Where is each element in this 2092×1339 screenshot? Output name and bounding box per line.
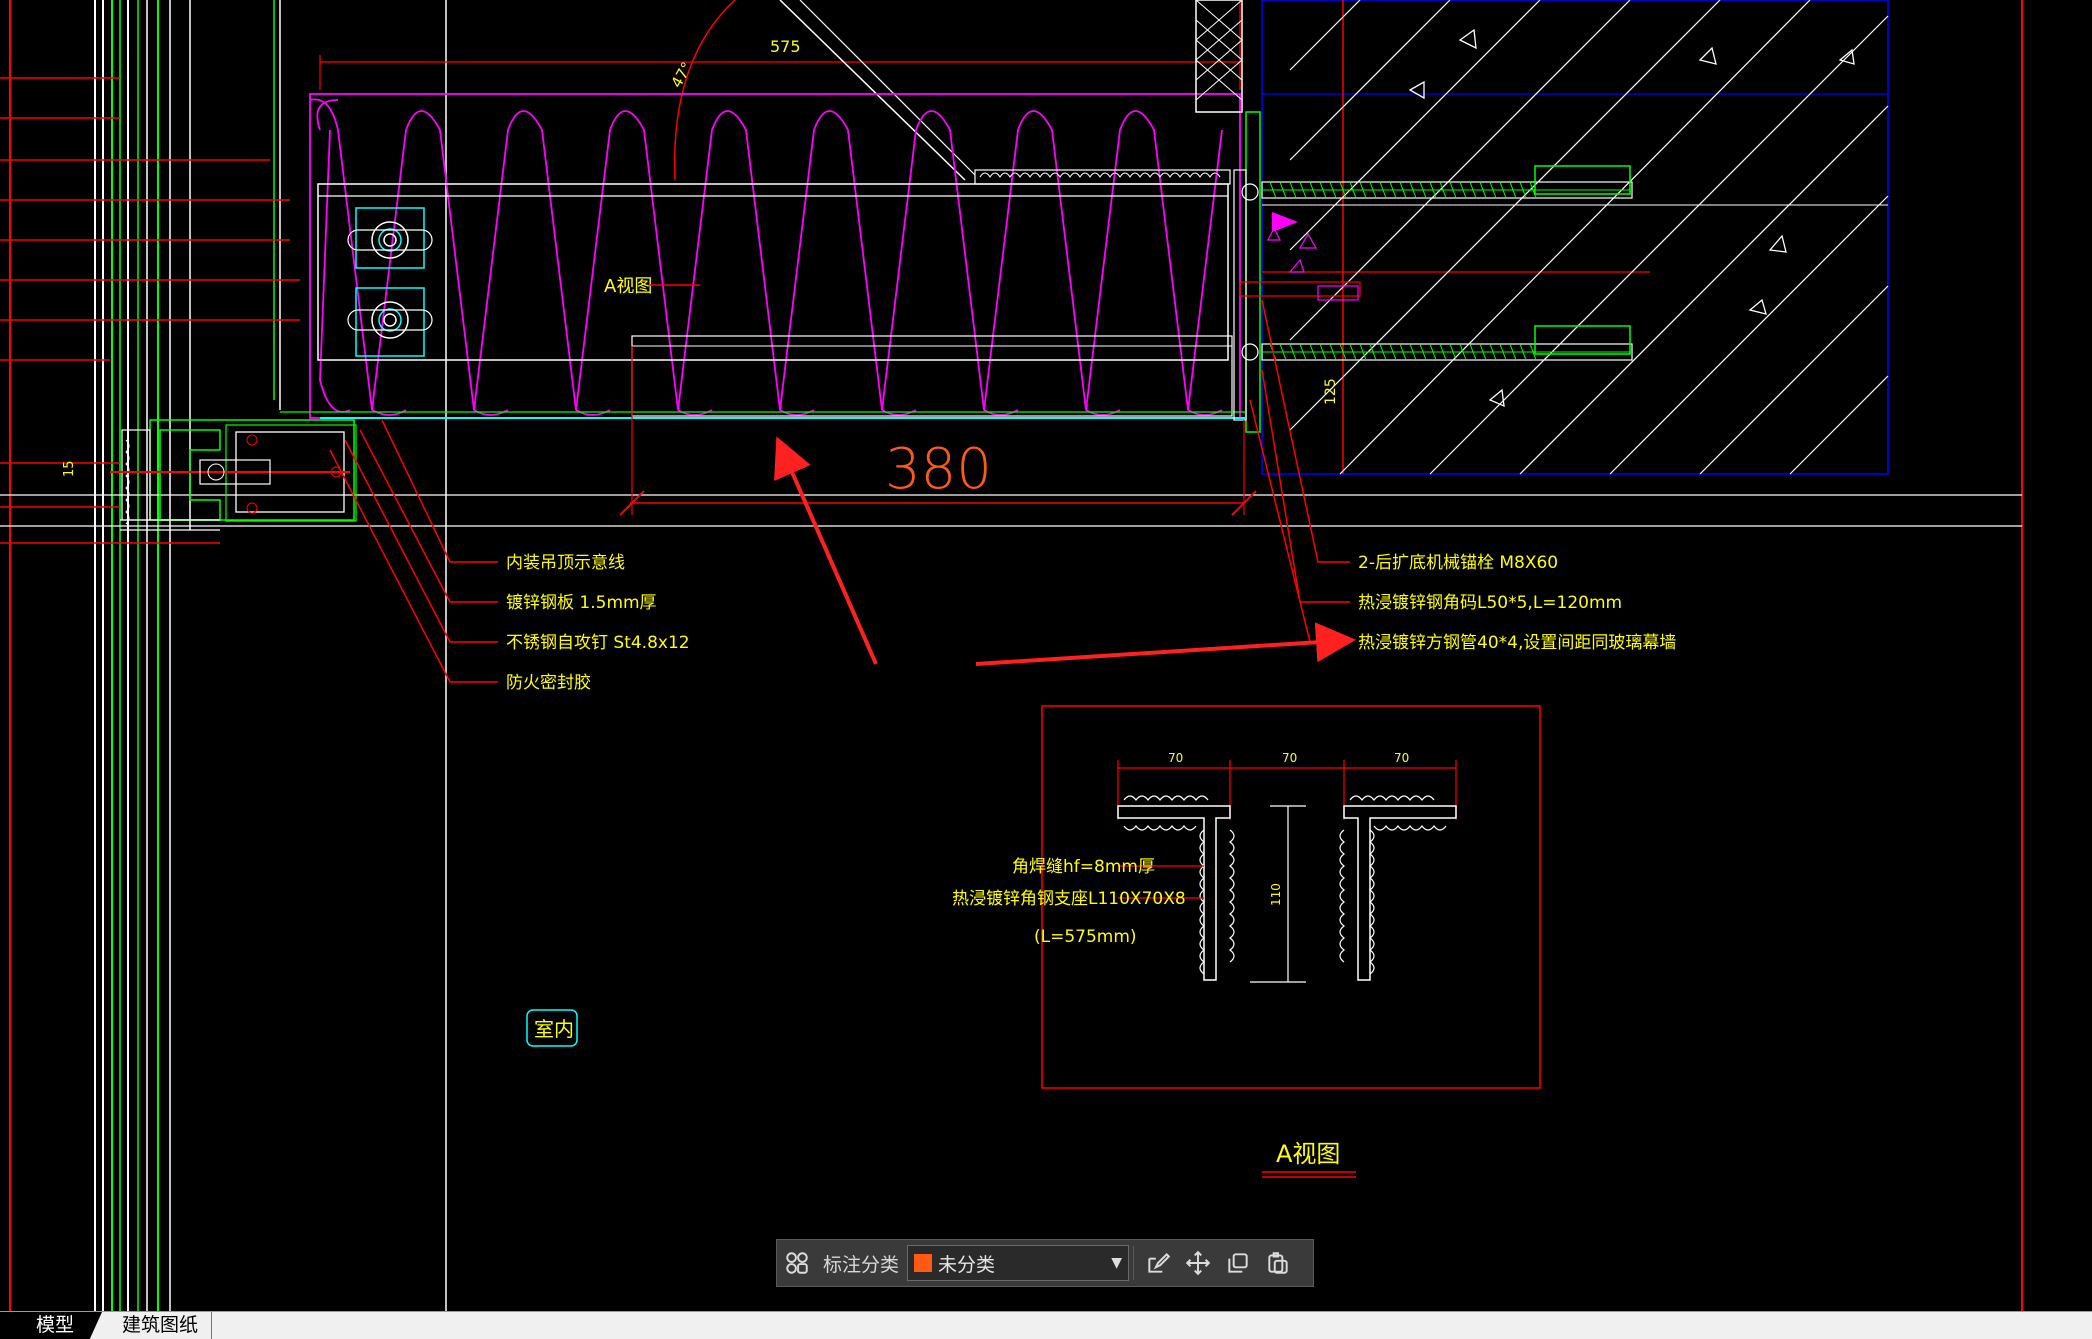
a-view-title-text: A视图 [1276, 1140, 1340, 1168]
chevron-down-icon: ▼ [1111, 1255, 1123, 1271]
toolbar-label: 标注分类 [823, 1253, 900, 1276]
room-label: 室内 [526, 1009, 578, 1047]
dim-575-text: 575 [770, 37, 801, 56]
toolbar-divider [1133, 1246, 1135, 1280]
right-callouts: 2-后扩底机械锚栓 M8X60 热浸镀锌钢角码L50*5,L=120mm 热浸镀… [1358, 553, 1676, 653]
a-view-text: A视图 [604, 276, 652, 297]
move-icon[interactable] [1178, 1243, 1218, 1283]
detail-dim-1: 70 [1168, 751, 1183, 765]
weld-bar [974, 169, 1231, 185]
layout-tab-bar: 模型 建筑图纸 [0, 1311, 2092, 1339]
right-callout-leaders [1249, 299, 1350, 643]
callout-square-tube: 热浸镀锌方钢管40*4,设置间距同玻璃幕墙 [1358, 633, 1676, 653]
mullion-profile: 15 [62, 419, 357, 531]
detail-dim-3: 70 [1394, 751, 1409, 765]
left-callouts: 内装吊顶示意线 镀锌钢板 1.5mm厚 不锈钢自攻钉 St4.8x12 防火密封… [506, 553, 690, 693]
bolt-assemblies [347, 207, 433, 357]
dim-575: 575 [319, 0, 1241, 90]
left-red-leaders [0, 77, 300, 361]
callout-ceiling-line: 内装吊顶示意线 [506, 553, 625, 573]
category-select-value: 未分类 [938, 1253, 996, 1276]
paste-icon[interactable] [1258, 1243, 1298, 1283]
detail-dim-110: 110 [1269, 883, 1283, 906]
room-label-text: 室内 [534, 1017, 574, 1041]
insulation-block [309, 93, 1241, 419]
annotation-toolbar: 标注分类 未分类 ▼ [776, 1239, 1314, 1287]
wall-column [1195, 0, 1261, 433]
category-swatch [914, 1254, 933, 1272]
copy-icon[interactable] [1218, 1243, 1258, 1283]
weld-label: 角焊缝hf=8mm厚 [1012, 857, 1155, 877]
callout-steel-plate: 镀锌钢板 1.5mm厚 [506, 593, 657, 613]
callout-screw: 不锈钢自攻钉 St4.8x12 [506, 633, 690, 653]
tab-architecture-drawing[interactable]: 建筑图纸 [102, 1312, 212, 1339]
left-callout-leaders [329, 419, 498, 683]
dim-380-text: 380 [885, 437, 992, 502]
concrete-wall [1261, 0, 1889, 475]
callout-angle-code: 热浸镀锌钢角码L50*5,L=120mm [1358, 593, 1622, 613]
a-view-title: A视图 [1262, 1140, 1356, 1178]
tab-model[interactable]: 模型 [0, 1312, 102, 1339]
callout-sealant: 防火密封胶 [506, 673, 591, 693]
anchor-bolts [1239, 165, 1633, 361]
edit-icon[interactable] [1138, 1243, 1178, 1283]
a-view-detail: 70 70 70 110 角焊缝hf=8mm厚 热浸镀锌角钢支座L110X70X… [952, 705, 1541, 1089]
grid-icon[interactable] [777, 1243, 817, 1283]
angle-label: 热浸镀锌角钢支座L110X70X8 [952, 889, 1186, 909]
dim-15-text: 15 [62, 460, 77, 477]
cad-canvas[interactable]: 575 47° A视图 [0, 0, 2092, 1311]
callout-anchor-bolt: 2-后扩底机械锚栓 M8X60 [1358, 553, 1558, 573]
angle-47: 47° [667, 0, 976, 181]
dim-380: 380 [619, 346, 1257, 516]
a-view-callout: A视图 [604, 276, 700, 297]
length-label: (L=575mm) [1034, 927, 1137, 947]
detail-dim-2: 70 [1282, 751, 1297, 765]
category-select[interactable]: 未分类 ▼ [907, 1245, 1130, 1281]
window-frame-lines [0, 0, 2023, 1311]
annotation-arrows [774, 436, 1356, 666]
dim-125-text: 125 [1323, 378, 1339, 405]
